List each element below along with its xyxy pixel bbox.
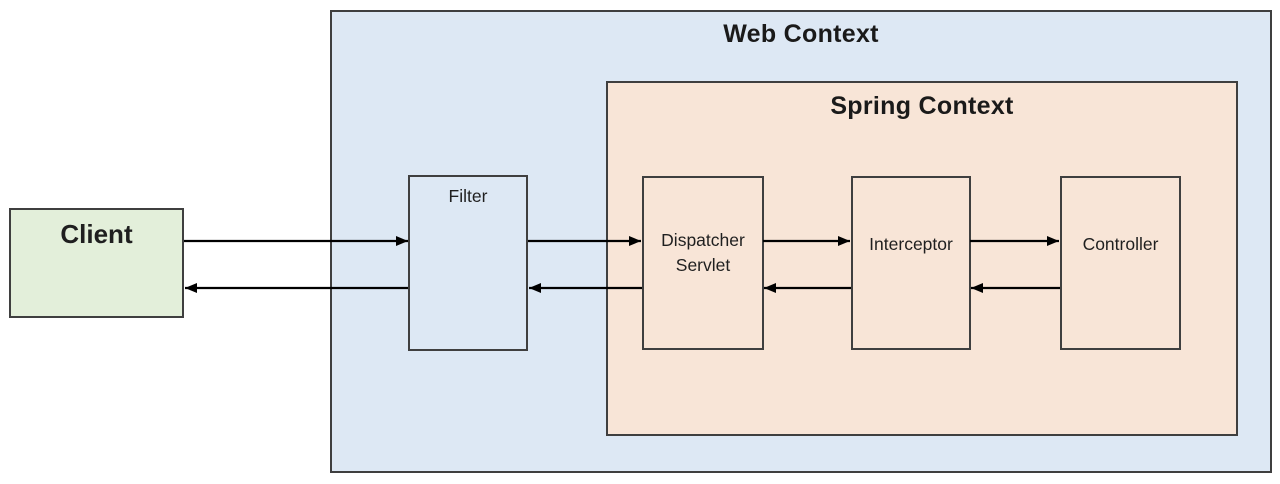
node-controller-label: Controller [1082,234,1159,254]
node-filter-label: Filter [448,186,488,206]
node-client-label: Client [60,219,133,249]
node-controller: Controller [1060,176,1181,350]
node-client: Client [9,208,184,318]
web-context-title: Web Context [723,20,879,48]
node-dispatcher-servlet-label: Dispatcher Servlet [661,230,745,275]
node-dispatcher-servlet: Dispatcher Servlet [642,176,764,350]
node-interceptor: Interceptor [851,176,971,350]
node-interceptor-label: Interceptor [869,234,953,254]
spring-context-title: Spring Context [830,92,1014,120]
node-filter: Filter [408,175,528,351]
